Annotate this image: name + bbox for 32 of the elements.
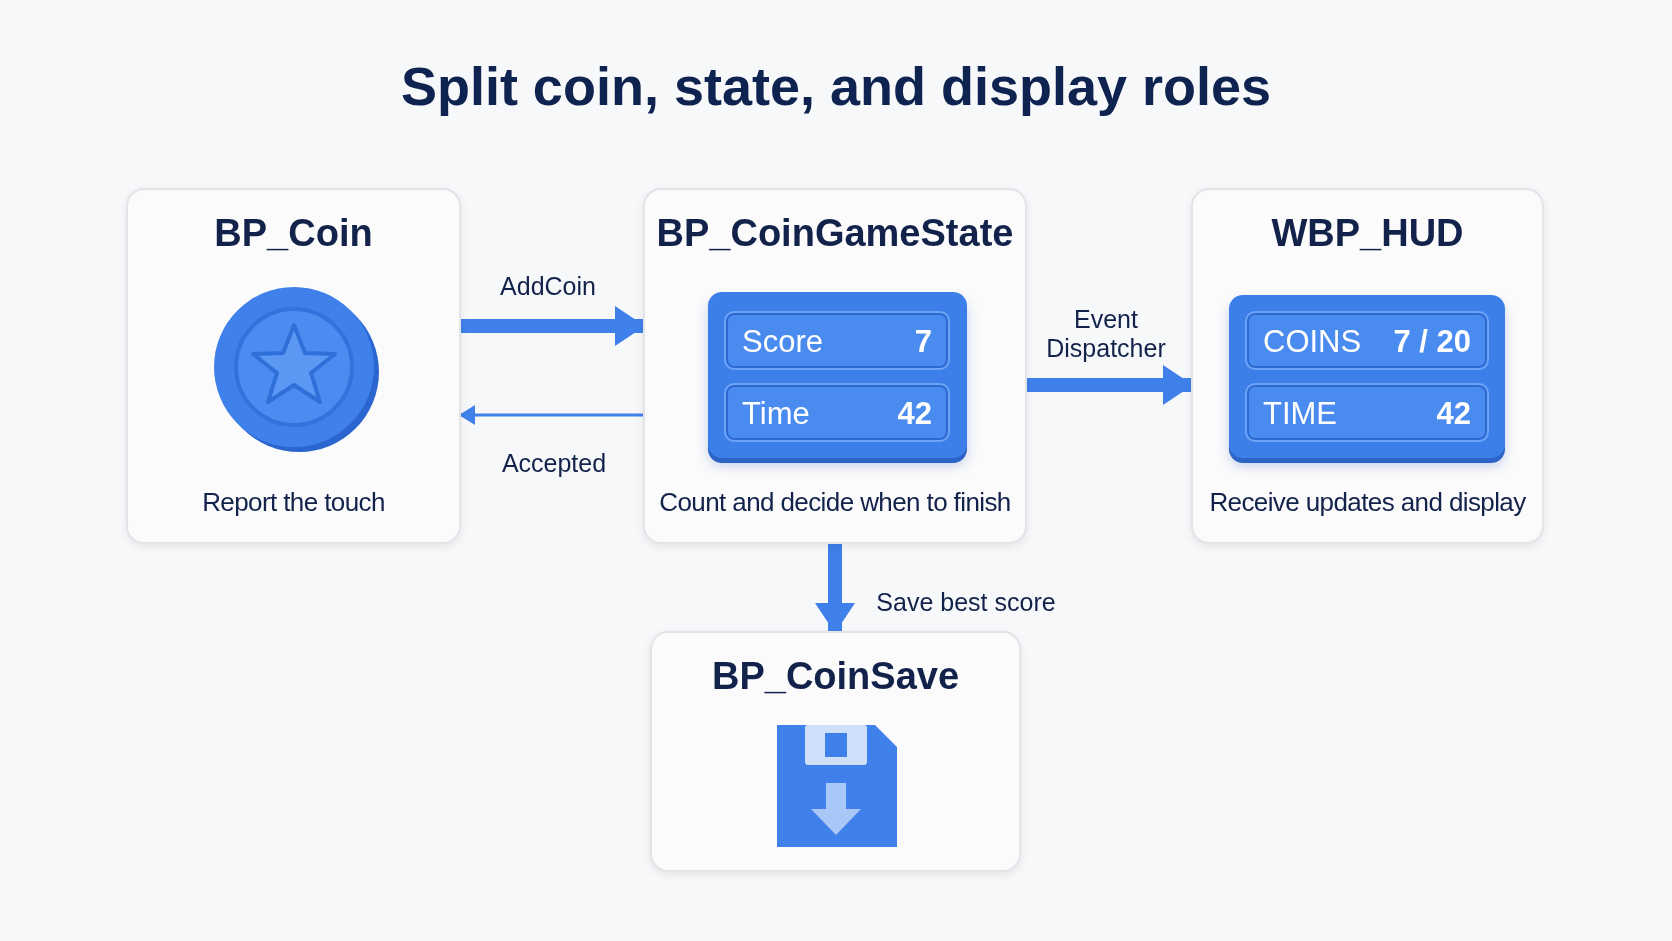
component-name: BP_Coin [213, 212, 374, 255]
edge-label: Save best score [876, 588, 1056, 617]
value-row [724, 383, 950, 442]
arrow [815, 544, 855, 633]
role-description: Report the touch [201, 487, 386, 518]
field-label: COINS [1263, 324, 1362, 360]
value-row [724, 311, 950, 370]
role-description: Count and decide when to finish [658, 487, 1012, 518]
edge-label: Event Dispatcher [1045, 305, 1167, 363]
role-description: Receive updates and display [1208, 487, 1527, 518]
field-label: TIME [1263, 396, 1338, 432]
arrow [461, 306, 645, 346]
field-value: 42 [1436, 396, 1471, 432]
field-value: 42 [897, 396, 932, 432]
field-value: 7 / 20 [1393, 324, 1471, 360]
field-label: Score [742, 324, 823, 360]
component-card [1191, 188, 1544, 544]
arrow [1027, 365, 1193, 405]
component-name: BP_CoinSave [710, 655, 961, 698]
component-card [643, 188, 1027, 544]
arrow [459, 405, 643, 425]
component-name: WBP_HUD [1270, 212, 1465, 255]
field-value: 7 [914, 324, 932, 360]
edge-label: Accepted [501, 449, 607, 478]
edge-label: AddCoin [500, 272, 596, 301]
component-card [126, 188, 461, 544]
component-card [650, 631, 1021, 872]
diagram-title: Split coin, state, and display roles [399, 55, 1273, 117]
field-label: Time [742, 396, 810, 432]
value-row [1245, 311, 1489, 370]
value-row [1245, 383, 1489, 442]
component-name: BP_CoinGameState [655, 212, 1015, 255]
